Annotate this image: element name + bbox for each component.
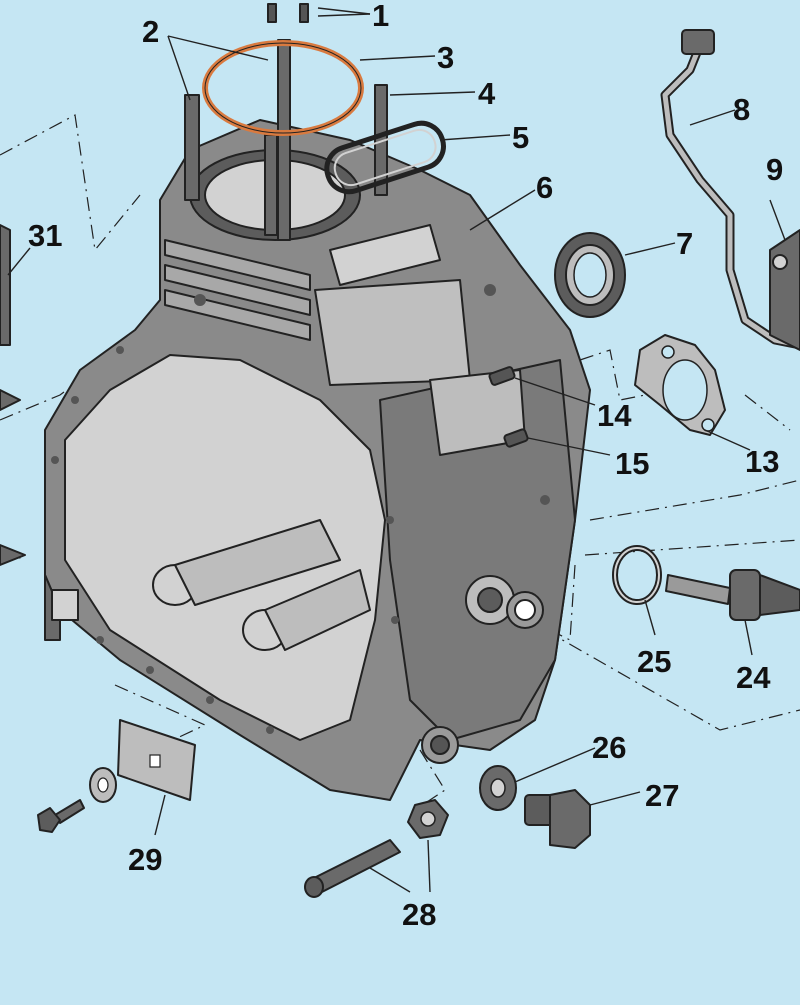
label-31: 31 — [28, 218, 62, 253]
drain-hole — [430, 735, 450, 755]
gasket-hole — [661, 345, 675, 359]
oil-dipstick — [665, 569, 800, 621]
gasket-opening — [662, 359, 708, 421]
governor-pin-lower — [503, 428, 529, 448]
governor-pin — [488, 366, 516, 386]
shaft-bore-inner — [477, 587, 503, 613]
crank-web-2 — [264, 569, 371, 651]
side-panel-bracket — [0, 389, 21, 411]
cooling-fin — [164, 264, 311, 316]
side-panel-tab — [0, 544, 26, 566]
label-25: 25 — [637, 644, 671, 679]
label-29: 29 — [128, 842, 162, 877]
callout-labels: 1 2 3 4 5 6 7 8 9 13 14 15 24 25 26 27 2… — [28, 0, 783, 932]
dowel-pin — [299, 3, 309, 23]
dowel-pin — [267, 3, 277, 23]
label-5: 5 — [512, 120, 529, 155]
o-ring-highlight — [614, 547, 660, 603]
cover-plate — [117, 719, 196, 801]
gasket-hole — [701, 418, 715, 432]
oil-filler-hole — [514, 599, 536, 621]
plate-washer — [89, 767, 117, 803]
label-6: 6 — [536, 170, 553, 205]
label-13: 13 — [745, 444, 779, 479]
side-panel — [0, 224, 11, 346]
plate-bolt — [37, 799, 85, 833]
label-24: 24 — [736, 660, 771, 695]
leader-lines — [7, 7, 786, 893]
label-1: 1 — [372, 0, 389, 33]
tube-fitting — [681, 29, 715, 55]
crankcase-cavity — [64, 354, 386, 741]
sealing-washer — [479, 765, 517, 811]
valve-cover-gasket — [324, 120, 446, 195]
cylinder-stud — [264, 134, 278, 236]
head-gasket-outline — [204, 42, 362, 134]
label-26: 26 — [592, 730, 626, 765]
crank-web — [174, 519, 341, 606]
label-15: 15 — [615, 446, 649, 481]
bolt-holes — [51, 284, 550, 734]
label-3: 3 — [437, 40, 454, 75]
label-4: 4 — [478, 76, 496, 111]
drain-plug — [524, 789, 591, 849]
valve-port — [329, 224, 441, 286]
side-cover-face — [379, 359, 576, 741]
foot-slot — [51, 589, 79, 621]
cylinder-stud — [277, 39, 291, 241]
valve-cover-gasket-inner — [333, 128, 437, 187]
cylinder-side-block — [314, 279, 471, 386]
cylinder-stud — [184, 94, 200, 201]
adjusting-bolt — [304, 839, 401, 898]
label-8: 8 — [733, 92, 750, 127]
label-9: 9 — [766, 152, 783, 187]
oil-seal — [554, 232, 626, 318]
breather-housing — [769, 229, 800, 351]
breather-tube — [660, 29, 800, 350]
label-14: 14 — [597, 398, 632, 433]
hex-nut — [407, 799, 449, 839]
label-27: 27 — [645, 778, 679, 813]
label-7: 7 — [676, 226, 693, 261]
crankcase-body — [44, 3, 591, 801]
cooling-fin — [164, 239, 311, 291]
label-28: 28 — [402, 897, 436, 932]
label-2: 2 — [142, 14, 159, 49]
